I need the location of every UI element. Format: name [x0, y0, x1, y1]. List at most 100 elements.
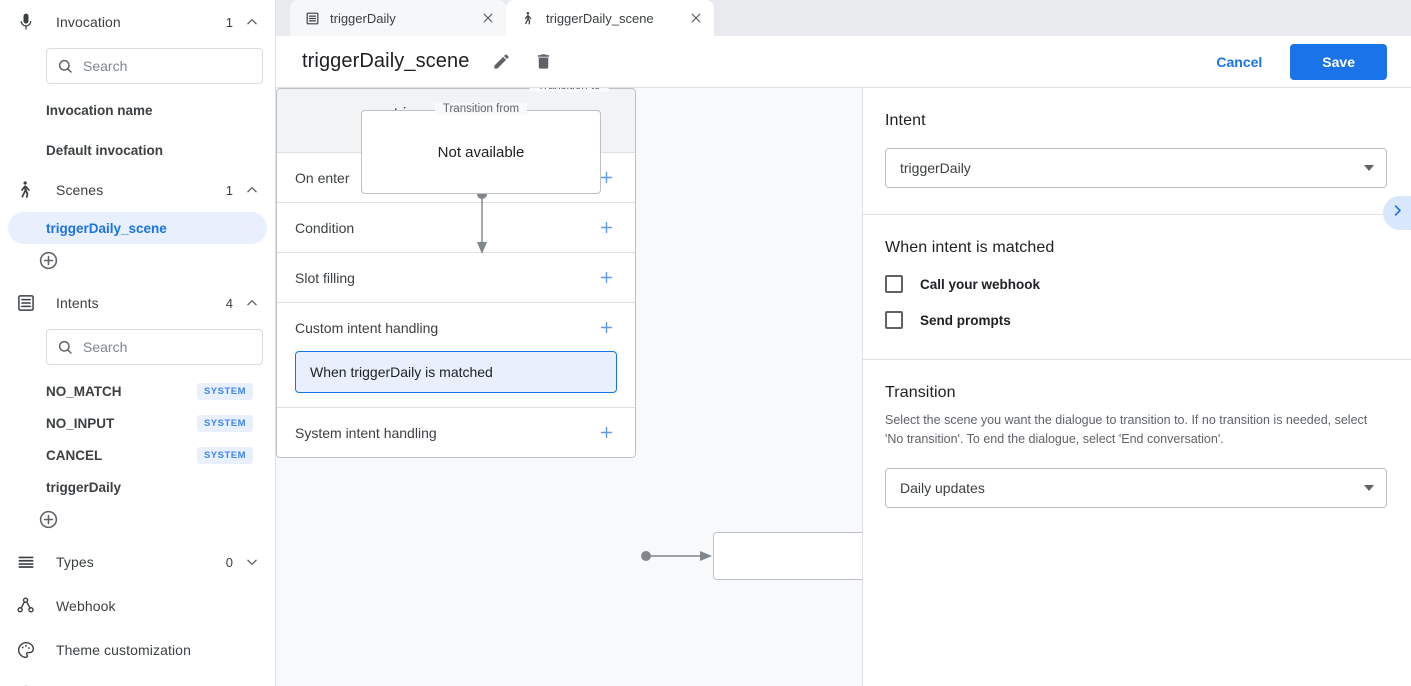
sidebar-section-label: Intents: [56, 295, 99, 311]
intent-section-title: Intent: [885, 112, 926, 129]
page-header: triggerDaily_scene Cancel Save: [276, 36, 1411, 88]
transition-section: Transition Select the scene you want the…: [863, 360, 1411, 534]
checkbox-icon[interactable]: [885, 275, 903, 293]
sidebar-item-cancel[interactable]: CANCEL SYSTEM: [8, 439, 267, 471]
scene-row-slot-filling[interactable]: Slot filling: [277, 252, 635, 302]
add-icon[interactable]: [597, 319, 615, 337]
microphone-icon: [14, 10, 38, 34]
transition-from-legend: Transition from: [434, 103, 528, 115]
chevron-up-icon: [245, 15, 259, 29]
close-icon[interactable]: [480, 10, 496, 26]
account-circle-icon: [14, 682, 38, 686]
scene-row-condition[interactable]: Condition: [277, 202, 635, 252]
spacer: [0, 126, 275, 134]
invocation-search-wrap: [0, 44, 275, 94]
when-intent-matched-section: When intent is matched Call your webhook…: [863, 215, 1411, 360]
pencil-icon[interactable]: [491, 52, 511, 72]
chevron-right-icon: [1390, 203, 1405, 223]
sidebar-item-label: NO_MATCH: [46, 383, 122, 399]
add-icon[interactable]: [597, 169, 615, 187]
invocation-search-input[interactable]: [83, 58, 264, 74]
search-icon: [58, 340, 72, 354]
tab-label: triggerDaily: [330, 10, 396, 26]
close-icon[interactable]: [688, 10, 704, 26]
panel-collapse-button[interactable]: [1383, 196, 1411, 230]
body: Transition from Not available Transition…: [276, 88, 1411, 686]
scene-row-label: Condition: [295, 219, 355, 236]
sidebar-section-label: Scenes: [56, 182, 104, 198]
sidebar-section-invocation[interactable]: Invocation 1: [0, 0, 275, 44]
sidebar-section-count: 4: [225, 295, 233, 311]
transition-select[interactable]: Daily updates: [885, 467, 1387, 508]
sidebar-item-webhook[interactable]: Webhook: [0, 584, 275, 628]
add-icon[interactable]: [597, 424, 615, 442]
scene-row-label: System intent handling: [295, 424, 437, 441]
intent-section: Intent triggerDaily: [863, 88, 1411, 215]
sidebar-item-label: Webhook: [56, 598, 116, 614]
transition-target-node[interactable]: Tr Dail: [713, 532, 862, 580]
checkbox-send-prompts[interactable]: Send prompts: [885, 311, 1387, 329]
properties-panel: Intent triggerDaily When intent is match…: [862, 88, 1411, 686]
sidebar-section-intents[interactable]: Intents 4: [0, 281, 275, 325]
sidebar-section-label: Invocation: [56, 14, 121, 30]
sidebar-item-label: CANCEL: [46, 447, 103, 463]
chevron-up-icon: [245, 183, 259, 197]
add-circle-icon[interactable]: [38, 509, 59, 530]
add-icon[interactable]: [597, 219, 615, 237]
sidebar-item-label: NO_INPUT: [46, 415, 115, 431]
invocation-search-box[interactable]: [46, 48, 264, 84]
add-circle-icon[interactable]: [38, 250, 59, 271]
cancel-button[interactable]: Cancel: [1202, 45, 1276, 79]
save-button[interactable]: Save: [1290, 43, 1387, 80]
transition-target-value: Dail: [714, 533, 862, 579]
status-badge: SYSTEM: [196, 446, 253, 464]
scene-row-label: On enter: [295, 169, 350, 186]
tab-label: triggerDaily_scene: [546, 10, 654, 26]
scene-row-label: Custom intent handling: [295, 319, 439, 336]
sidebar-item-account-linking[interactable]: Account linking: [0, 672, 275, 686]
checkbox-icon[interactable]: [885, 311, 903, 329]
types-lines-icon: [14, 550, 38, 574]
sidebar-item-invocation-name[interactable]: Invocation name: [8, 94, 267, 126]
sidebar-section-scenes[interactable]: Scenes 1: [0, 168, 275, 212]
scene-canvas[interactable]: Transition from Not available Transition…: [276, 88, 862, 686]
search-icon: [58, 59, 72, 73]
trash-icon[interactable]: [533, 52, 553, 72]
when-matched-title: When intent is matched: [885, 239, 1055, 256]
sidebar-item-no-input[interactable]: NO_INPUT SYSTEM: [8, 407, 267, 439]
sidebar-item-label: Default invocation: [46, 142, 164, 158]
sidebar: Invocation 1 Invocation name Default inv…: [0, 0, 276, 686]
tab-triggerdaily-scene[interactable]: triggerDaily_scene: [506, 0, 714, 36]
intents-search-box[interactable]: [46, 329, 264, 365]
intent-select-value: triggerDaily: [900, 160, 971, 176]
sidebar-item-triggerdaily[interactable]: triggerDaily: [8, 471, 267, 503]
intents-list-icon: [14, 291, 38, 315]
intents-search-input[interactable]: [83, 339, 264, 355]
scene-row-system-intent-handling[interactable]: System intent handling: [277, 407, 635, 457]
add-icon[interactable]: [597, 269, 615, 287]
intents-search-wrap: [0, 325, 275, 375]
status-badge: SYSTEM: [196, 414, 253, 432]
sidebar-section-types[interactable]: Types 0: [0, 540, 275, 584]
checkbox-label: Call your webhook: [920, 276, 1041, 292]
sidebar-item-label: Theme customization: [56, 642, 191, 658]
sidebar-item-theme-customization[interactable]: Theme customization: [0, 628, 275, 672]
sidebar-item-no-match[interactable]: NO_MATCH SYSTEM: [8, 375, 267, 407]
sidebar-item-triggerdaily-scene[interactable]: triggerDaily_scene: [8, 212, 267, 244]
chevron-down-icon: [1364, 165, 1374, 171]
transition-from-node[interactable]: Transition from Not available: [361, 103, 601, 194]
tab-triggerdaily[interactable]: triggerDaily: [290, 0, 506, 36]
transition-from-value: Not available: [437, 143, 525, 161]
transition-description: Select the scene you want the dialogue t…: [885, 413, 1368, 447]
add-scene-row: [0, 244, 275, 281]
scene-row-custom-intent-handling[interactable]: Custom intent handling: [277, 302, 635, 352]
checkbox-call-your-webhook[interactable]: Call your webhook: [885, 275, 1387, 293]
scene-branch-icon: [14, 178, 38, 202]
intent-handler-chip[interactable]: When triggerDaily is matched: [295, 351, 617, 393]
sidebar-item-default-invocation[interactable]: Default invocation: [8, 134, 267, 166]
status-badge: SYSTEM: [196, 382, 253, 400]
sidebar-section-label: Types: [56, 554, 94, 570]
main-area: triggerDaily triggerDaily_scene triggerD…: [276, 0, 1411, 686]
palette-icon: [14, 638, 38, 662]
intent-select[interactable]: triggerDaily: [885, 148, 1387, 188]
